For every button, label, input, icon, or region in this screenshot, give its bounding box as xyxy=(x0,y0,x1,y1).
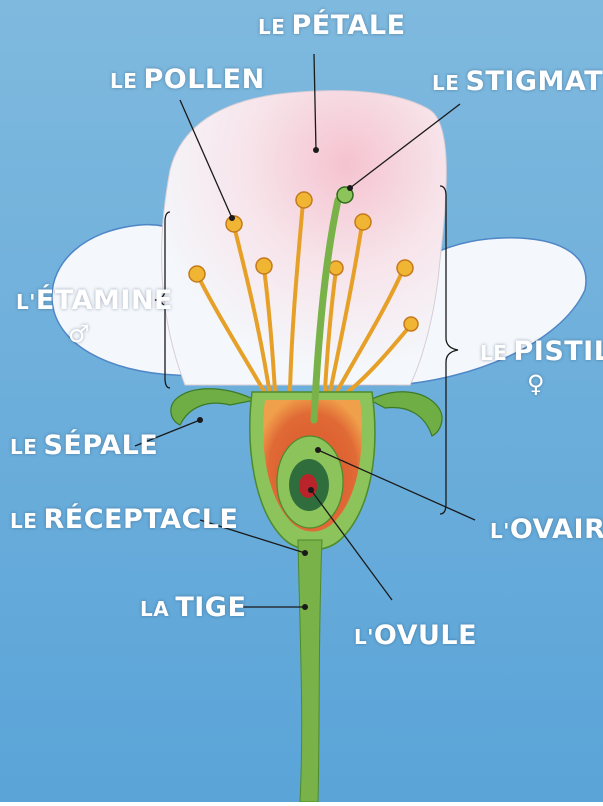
label-pistil-word: PISTIL xyxy=(513,336,603,367)
label-ovaire: L'OVAIRE xyxy=(490,516,603,543)
label-sepale-word: SÉPALE xyxy=(43,430,158,461)
label-ovaire-word: OVAIRE xyxy=(510,514,603,545)
label-sepale: LE SÉPALE xyxy=(10,432,158,459)
petal-top xyxy=(162,91,447,385)
label-pistil-article: LE xyxy=(480,341,507,365)
label-tige-article: LA xyxy=(140,597,169,621)
label-etamine-article: L' xyxy=(16,290,36,314)
label-ovule-word: OVULE xyxy=(374,620,477,651)
label-pistil: LE PISTIL xyxy=(480,338,603,365)
label-etamine: L'ÉTAMINE xyxy=(16,287,173,314)
label-tige-word: TIGE xyxy=(175,592,246,623)
label-stigmate: LE STIGMATE xyxy=(432,68,603,95)
label-petale-article: LE xyxy=(258,15,285,39)
label-pollen: LE POLLEN xyxy=(110,66,265,93)
label-receptacle-article: LE xyxy=(10,509,37,533)
stem xyxy=(298,540,322,802)
label-tige: LA TIGE xyxy=(140,594,246,621)
label-receptacle: LE RÉCEPTACLE xyxy=(10,506,238,533)
label-etamine-word: ÉTAMINE xyxy=(36,285,173,316)
label-stigmate-word: STIGMATE xyxy=(465,66,603,97)
label-pollen-word: POLLEN xyxy=(143,64,264,95)
label-petale: LE PÉTALE xyxy=(258,12,406,39)
label-ovule-article: L' xyxy=(354,625,374,649)
label-pollen-article: LE xyxy=(110,69,137,93)
male-symbol-icon: ♂ xyxy=(68,322,90,346)
label-ovaire-article: L' xyxy=(490,519,510,543)
label-petale-word: PÉTALE xyxy=(291,10,405,41)
label-ovule: L'OVULE xyxy=(354,622,477,649)
label-stigmate-article: LE xyxy=(432,71,459,95)
female-symbol-icon: ♀ xyxy=(527,372,545,396)
label-receptacle-word: RÉCEPTACLE xyxy=(43,504,238,535)
label-sepale-article: LE xyxy=(10,435,37,459)
